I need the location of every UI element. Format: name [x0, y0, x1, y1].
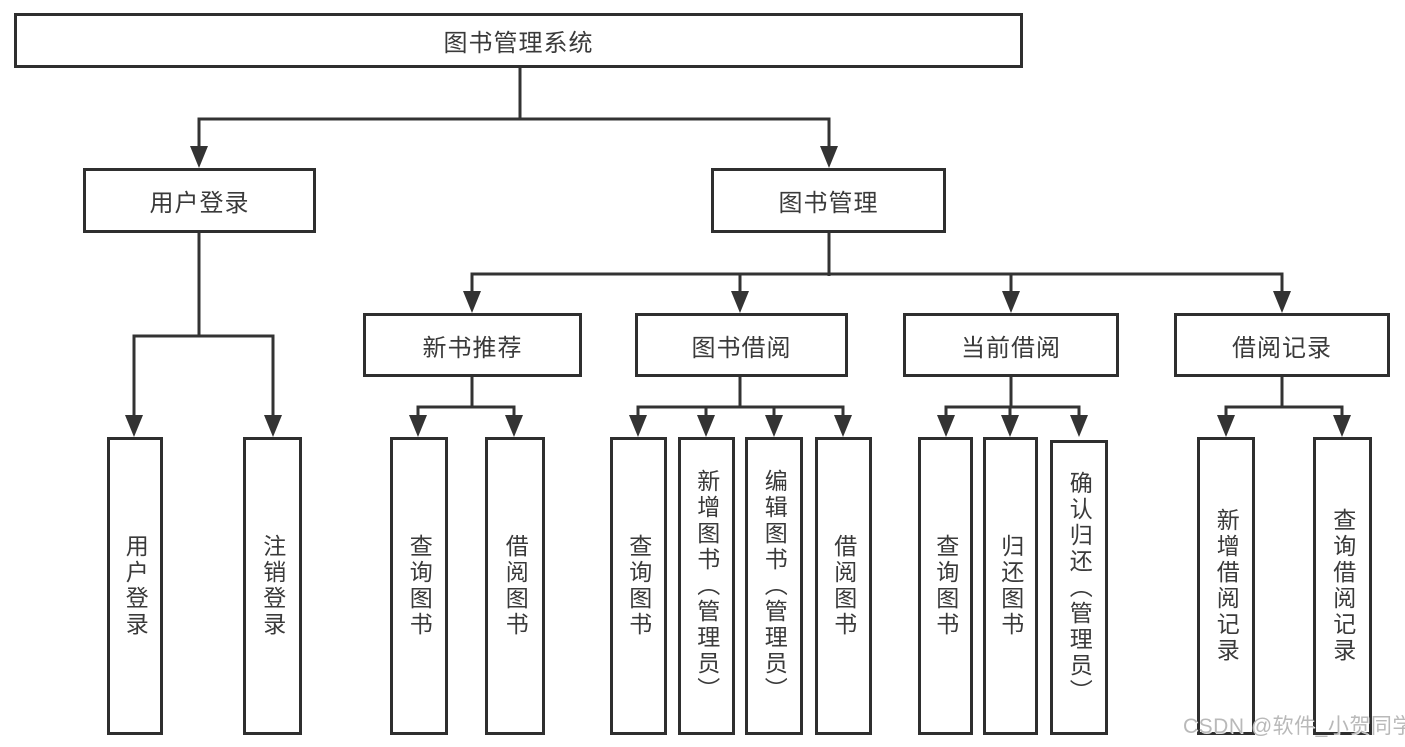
node-edit-book-admin: 编辑图书（管理员）	[745, 437, 803, 735]
node-return-books: 归还图书	[983, 437, 1038, 735]
node-confirm-return-admin: 确认归还（管理员）	[1050, 440, 1108, 735]
node-library-management-system: 图书管理系统	[14, 13, 1023, 68]
node-query-books-3: 查询图书	[918, 437, 973, 735]
node-user-login-leaf: 用户登录	[107, 437, 163, 735]
arrow-down-icons	[125, 146, 1351, 437]
watermark: CSDN @软件_小贺同学	[1183, 715, 1405, 738]
node-current-borrowing: 当前借阅	[903, 313, 1119, 377]
node-book-management: 图书管理	[711, 168, 946, 233]
node-book-borrowing: 图书借阅	[635, 313, 848, 377]
node-borrow-books-1: 借阅图书	[485, 437, 545, 735]
node-query-books-1: 查询图书	[390, 437, 448, 735]
node-query-books-2: 查询图书	[610, 437, 667, 735]
node-query-borrow-record: 查询借阅记录	[1313, 437, 1372, 735]
node-borrow-books-2: 借阅图书	[815, 437, 872, 735]
connector-stroke-group	[132, 67, 1344, 421]
node-logout: 注销登录	[243, 437, 302, 735]
node-user-login: 用户登录	[83, 168, 316, 233]
node-add-borrow-record: 新增借阅记录	[1197, 437, 1255, 735]
node-new-book-recommendation: 新书推荐	[363, 313, 582, 377]
node-add-book-admin: 新增图书（管理员）	[678, 437, 735, 735]
node-borrowing-records: 借阅记录	[1174, 313, 1390, 377]
